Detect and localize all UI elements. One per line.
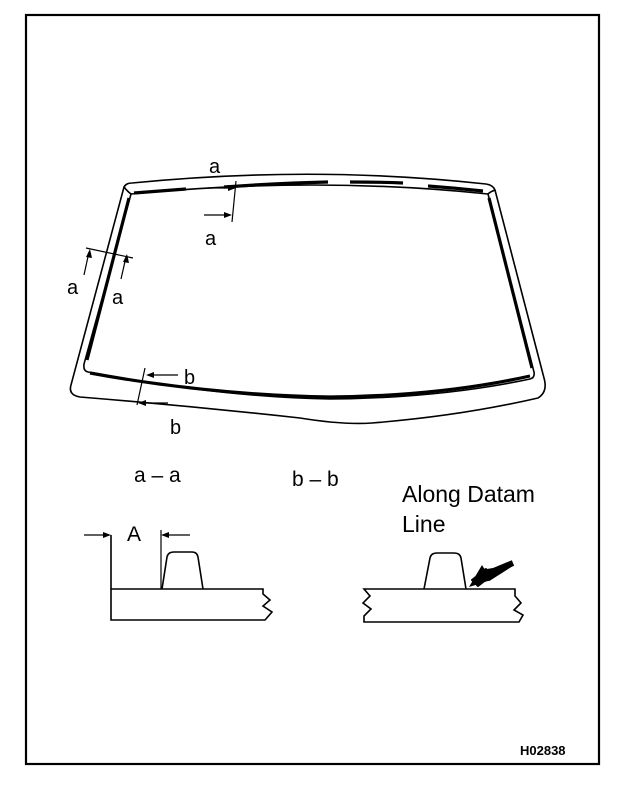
molding-strip-left: [85, 197, 131, 361]
aa-body-panel: [110, 588, 274, 621]
arrow-b-upper-head: [146, 372, 154, 378]
aa-dam-bead: [161, 551, 204, 590]
aa-dim-arrow-left-head: [103, 532, 111, 538]
section-title-a-a: a – a: [134, 464, 181, 487]
bb-datum-arrow-shaft: [482, 560, 515, 578]
arrow-a-left-outer-head: [86, 249, 92, 258]
figure-code: H02838: [520, 743, 566, 758]
corner-top-right: [487, 189, 496, 195]
dimension-label-a: A: [127, 523, 141, 546]
aa-dim-arrow-right-head: [161, 532, 169, 538]
callout-a-top-upper: a: [209, 156, 221, 178]
note-along-datum-line-2: Line: [402, 511, 445, 537]
callout-a-left-outer: a: [67, 277, 79, 299]
figure-frame: [24, 13, 601, 766]
callout-b-lower: b: [170, 417, 181, 439]
bb-datum-arrow-head: [469, 565, 491, 587]
section-title-b-b: b – b: [292, 468, 339, 491]
windshield-outer-edge: [69, 173, 546, 425]
callout-b-upper: b: [184, 367, 195, 389]
section-cut-b: [136, 367, 146, 406]
molding-strip-top-4: [427, 184, 484, 193]
section-cut-a-left: [85, 247, 134, 259]
arrow-a-top-upper-head: [228, 185, 236, 191]
callout-a-left-inner: a: [112, 287, 124, 309]
arrow-b-lower-head: [138, 400, 146, 406]
bb-body-panel: [361, 588, 525, 623]
bb-dam-bead: [423, 552, 467, 590]
molding-strip-top-3: [349, 180, 404, 185]
molding-strip-top-1: [133, 187, 187, 195]
arrow-a-left-inner-head: [123, 254, 129, 263]
arrow-a-top-lower-head: [224, 212, 232, 218]
note-along-datum-line-1: Along Datam: [402, 481, 535, 507]
molding-strip-right: [487, 197, 534, 369]
callout-a-top-lower: a: [205, 228, 217, 250]
molding-strip-bottom: [89, 371, 531, 399]
windshield-inner-edge: [83, 184, 535, 400]
corner-top-left: [123, 186, 132, 195]
